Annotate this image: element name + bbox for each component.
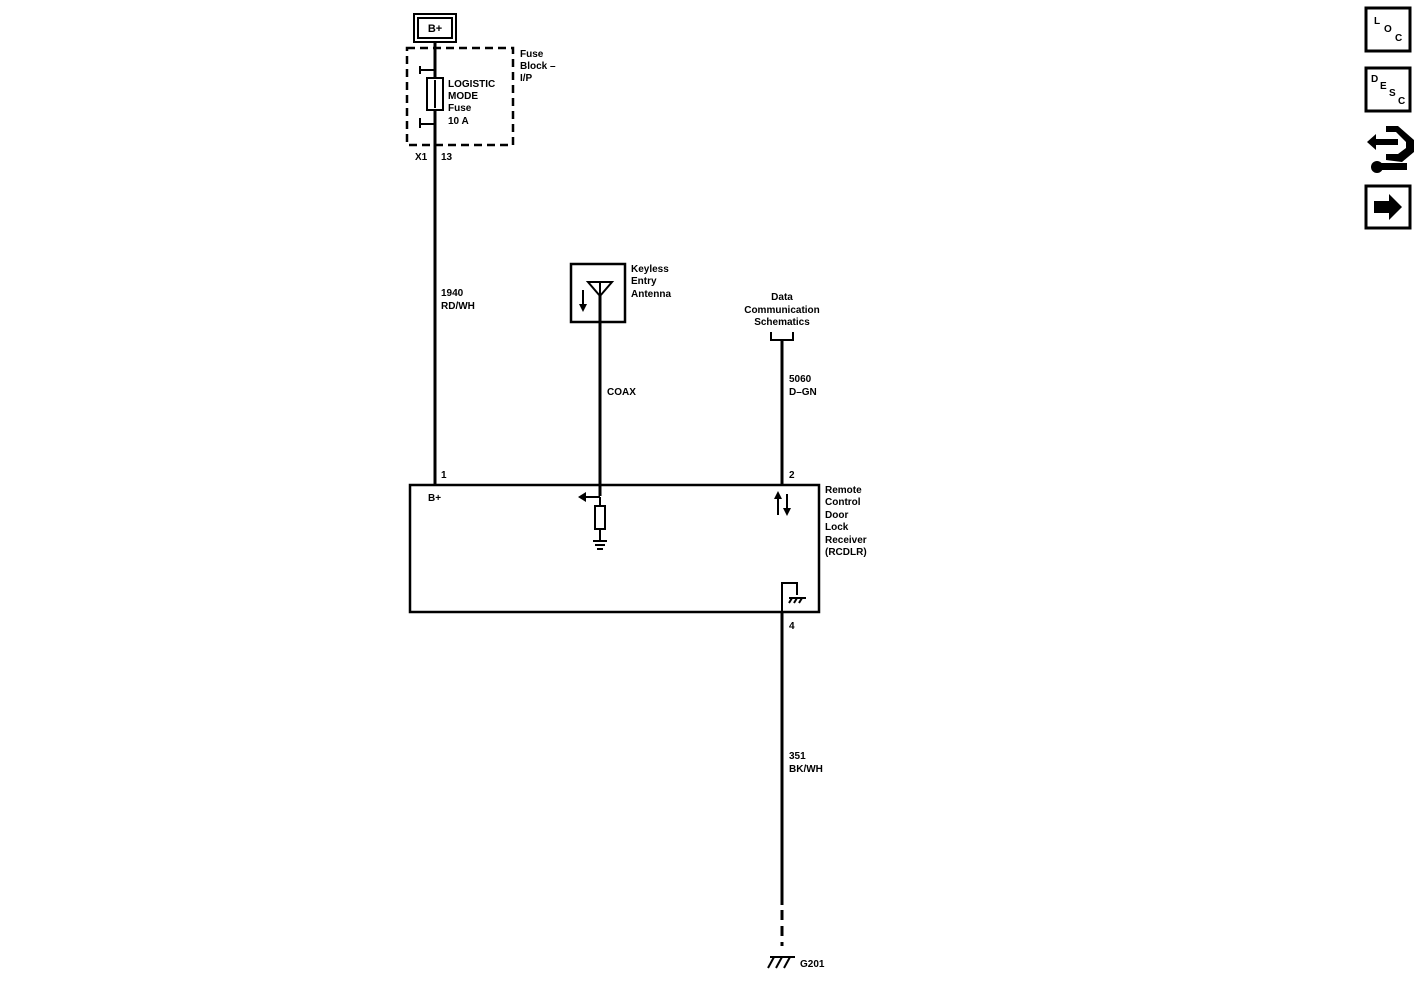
ground-label: G201	[800, 959, 825, 970]
receiver-pin-2: 2	[789, 470, 795, 481]
location-button[interactable]: L O C	[1364, 6, 1412, 53]
power-wire-color: RD/WH	[441, 301, 475, 312]
next-arrow-button[interactable]	[1364, 184, 1412, 230]
loc-letter-l: L	[1374, 16, 1380, 27]
receiver-name-line6: (RCDLR)	[825, 547, 867, 558]
receiver-pin-1: 1	[441, 470, 447, 481]
desc-letter-c: C	[1398, 96, 1405, 107]
data-wire-circuit: 5060	[789, 374, 812, 385]
remote-control-door-lock-receiver: 1 2 4 B+ R	[408, 470, 867, 632]
ground-wire-circuit: 351	[789, 751, 806, 762]
receiver-name-line3: Door	[825, 510, 848, 521]
loc-letter-c: C	[1395, 33, 1402, 44]
fuse-pin-label: 13	[441, 152, 453, 163]
fuse-name-line2: MODE	[448, 91, 478, 102]
power-source-label: B+	[428, 23, 442, 35]
receiver-name-line5: Receiver	[825, 535, 867, 546]
receiver-bplus-label: B+	[428, 493, 441, 504]
antenna-label-line2: Entry	[631, 276, 657, 287]
fuse-name-line1: LOGISTIC	[448, 79, 495, 90]
antenna-input-symbol	[578, 492, 607, 550]
description-button[interactable]: D E S C	[1364, 66, 1412, 113]
fuse-block-label-line1: Fuse	[520, 49, 544, 60]
data-communication-link: Data Communication Schematics 5060 D–GN	[744, 292, 820, 486]
receiver-name-line4: Lock	[825, 522, 849, 533]
toolbar: L O C D E S C	[1364, 6, 1414, 230]
chassis-ground-g201: G201	[767, 956, 825, 970]
keyless-entry-antenna: Keyless Entry Antenna	[569, 262, 671, 324]
antenna-label-line1: Keyless	[631, 264, 669, 275]
antenna-label-line3: Antenna	[631, 289, 671, 300]
power-wire: 1940 RD/WH	[433, 128, 475, 486]
desc-letter-e: E	[1380, 81, 1387, 92]
ground-wire: 351 BK/WH	[780, 612, 823, 946]
power-source: B+	[413, 13, 457, 62]
receiver-name-line1: Remote	[825, 485, 862, 496]
arrow-right-icon	[1374, 194, 1402, 220]
data-link-label-line2: Communication	[744, 305, 820, 316]
data-link-label-line3: Schematics	[754, 317, 810, 328]
fuse-block-label-line2: Block –	[520, 61, 556, 72]
coax-label: COAX	[607, 387, 636, 398]
receiver-pin-4: 4	[789, 621, 795, 632]
coax-wire: COAX	[598, 296, 636, 496]
data-wire-color: D–GN	[789, 387, 817, 398]
connector-icon[interactable]	[1367, 126, 1414, 173]
desc-letter-d: D	[1371, 74, 1378, 85]
fuse-block: LOGISTIC MODE Fuse 10 A Fuse Block – I/P…	[405, 46, 556, 163]
receiver-name-line2: Control	[825, 497, 861, 508]
bidirectional-data-icon	[774, 491, 791, 516]
data-link-label-line1: Data	[771, 292, 793, 303]
desc-letter-s: S	[1389, 88, 1396, 99]
internal-ground-symbol	[781, 582, 806, 612]
ground-wire-color: BK/WH	[789, 764, 823, 775]
fuse-name-line3: Fuse	[448, 103, 472, 114]
loc-letter-o: O	[1384, 24, 1392, 35]
fuse-rating: 10 A	[448, 116, 469, 127]
fuse-connector-label: X1	[415, 152, 428, 163]
fuse-block-label-line3: I/P	[520, 73, 533, 84]
power-wire-circuit: 1940	[441, 288, 464, 299]
